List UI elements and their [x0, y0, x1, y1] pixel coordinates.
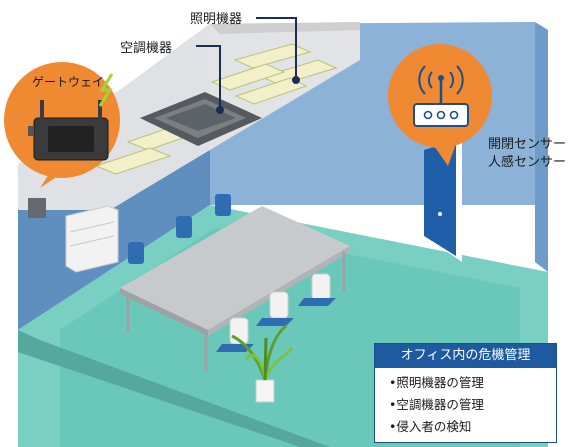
- meeting-table: [120, 206, 350, 372]
- label-sensor-open-close: 開閉センサー: [488, 137, 567, 152]
- info-box-item: •侵入者の検知: [389, 419, 472, 434]
- label-aircon: 空調機器: [120, 41, 173, 56]
- door: [424, 138, 462, 262]
- info-box-item: •照明機器の管理: [389, 375, 484, 390]
- label-sensor-presence: 人感センサー: [488, 155, 567, 170]
- info-box: オフィス内の危機管理 •照明機器の管理 •空調機器の管理 •侵入者の検知: [374, 343, 557, 443]
- leader-lines: [196, 17, 300, 114]
- right-wall-edge: [535, 22, 548, 272]
- plant-icon: [231, 324, 294, 403]
- info-box-item: •空調機器の管理: [389, 397, 484, 412]
- label-lighting: 照明機器: [190, 12, 243, 27]
- gateway-callout: [4, 62, 120, 188]
- info-box-title: オフィス内の危機管理: [375, 344, 556, 368]
- label-gateway: ゲートウェイ: [32, 75, 105, 89]
- chairs-back: [128, 194, 231, 264]
- router-callout: [388, 44, 492, 166]
- lightning-icon: [98, 73, 114, 107]
- copier: [65, 205, 119, 273]
- info-box-list: •照明機器の管理 •空調機器の管理 •侵入者の検知: [375, 368, 556, 438]
- wifi-router-icon: [413, 65, 469, 127]
- gateway-device-icon: [28, 100, 109, 161]
- gateway-wall-unit: [28, 198, 46, 218]
- ceiling-edge: [210, 22, 360, 34]
